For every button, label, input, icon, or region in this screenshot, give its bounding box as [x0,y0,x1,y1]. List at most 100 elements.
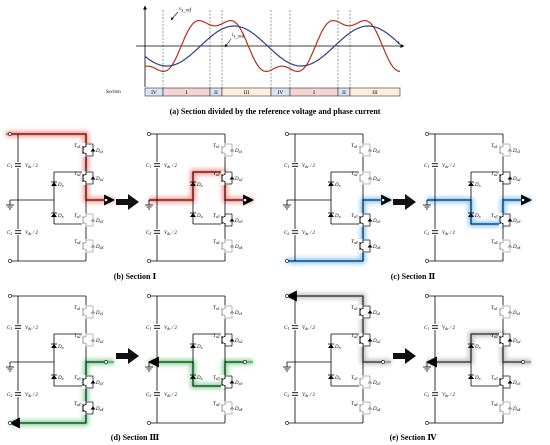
svg-text:Vdc / 2: Vdc / 2 [164,231,178,236]
section-cell-label: IV [151,90,157,96]
svg-text:Vdc / 2: Vdc / 2 [302,393,316,398]
phase-current-curve [144,25,401,67]
svg-text:Dn: Dn [196,345,203,350]
svg-text:Dn: Dn [196,214,203,219]
iout-pointer [224,38,232,48]
svg-text:Da2: Da2 [512,177,521,182]
svg-text:Vdc / 2: Vdc / 2 [25,231,39,236]
svg-text:Vdc / 2: Vdc / 2 [25,393,39,398]
svg-text:Vdc / 2: Vdc / 2 [302,164,316,169]
svg-text:Ta3: Ta3 [491,376,498,381]
svg-text:Ta2: Ta2 [74,172,81,177]
svg-text:Ta3: Ta3 [351,376,358,381]
svg-text:Vdc / 2: Vdc / 2 [442,393,456,398]
svg-text:Dn: Dn [196,376,203,381]
svg-text:Da3: Da3 [95,381,104,386]
svg-text:Da4: Da4 [372,407,381,412]
svg-text:C2: C2 [7,393,12,398]
svg-text:Vdc / 2: Vdc / 2 [302,326,316,331]
svg-text:C1: C1 [284,164,289,169]
section-cell-label: III [244,90,250,96]
svg-text:Da4: Da4 [95,407,104,412]
svg-text:C1: C1 [284,326,289,331]
svg-text:Da1: Da1 [234,149,243,154]
svg-text:Ta4: Ta4 [491,240,498,245]
svg-text:C1: C1 [7,326,12,331]
svg-text:Vdc / 2: Vdc / 2 [442,231,456,236]
caption-b: (b) Section Ⅰ [114,272,157,281]
svg-text:Dn: Dn [196,183,203,188]
svg-text:Da1: Da1 [95,149,104,154]
svg-text:Da4: Da4 [234,407,243,412]
svg-text:Da1: Da1 [95,311,104,316]
svg-text:Da1: Da1 [512,311,521,316]
svg-text:Da4: Da4 [234,245,243,250]
svg-text:Dn: Dn [334,376,341,381]
svg-text:Da3: Da3 [234,381,243,386]
transition-arrow-d [116,348,139,364]
svg-text:Da1: Da1 [234,311,243,316]
svg-text:Da2: Da2 [234,177,243,182]
svg-text:Ta4: Ta4 [74,402,81,407]
svg-text:Da3: Da3 [234,219,243,224]
vref-label: vs_ref [179,7,192,14]
svg-text:Ta1: Ta1 [74,306,81,311]
svg-text:Da4: Da4 [512,407,521,412]
section-cell: I [289,87,339,97]
section-cell-label: I [186,90,188,96]
svg-text:Da2: Da2 [95,339,104,344]
svg-text:Ta1: Ta1 [213,144,220,149]
reference-voltage-curve [144,20,401,72]
transition-arrow-c [393,194,416,210]
svg-text:Ta4: Ta4 [491,402,498,407]
svg-text:Da1: Da1 [372,149,381,154]
svg-text:Ta3: Ta3 [213,214,220,219]
svg-text:Ta1: Ta1 [351,144,358,149]
section-dividers [162,10,351,88]
svg-text:C2: C2 [146,231,151,236]
svg-text:Ta3: Ta3 [74,376,81,381]
section-cell-label: II [214,90,218,96]
svg-text:Da3: Da3 [95,219,104,224]
section-cell: II [337,87,351,97]
section-cell-label: III [372,90,378,96]
svg-text:Dn: Dn [474,183,481,188]
svg-text:Dn: Dn [334,183,341,188]
svg-text:Vdc / 2: Vdc / 2 [25,326,39,331]
svg-text:Vdc / 2: Vdc / 2 [164,326,178,331]
svg-text:C1: C1 [424,326,429,331]
svg-text:Ta4: Ta4 [351,402,358,407]
svg-text:C2: C2 [424,231,429,236]
svg-text:Dn: Dn [57,183,64,188]
svg-text:Ta1: Ta1 [491,306,498,311]
vref-pointer [170,11,179,21]
svg-text:Vdc / 2: Vdc / 2 [442,326,456,331]
svg-text:Vdc / 2: Vdc / 2 [164,393,178,398]
section-cell: III [349,87,401,97]
svg-text:Ta4: Ta4 [351,240,358,245]
svg-text:Dn: Dn [474,214,481,219]
svg-text:Ta1: Ta1 [213,306,220,311]
svg-text:Ta1: Ta1 [491,144,498,149]
svg-text:Dn: Dn [334,214,341,219]
svg-text:Da3: Da3 [372,381,381,386]
svg-text:Da3: Da3 [512,381,521,386]
